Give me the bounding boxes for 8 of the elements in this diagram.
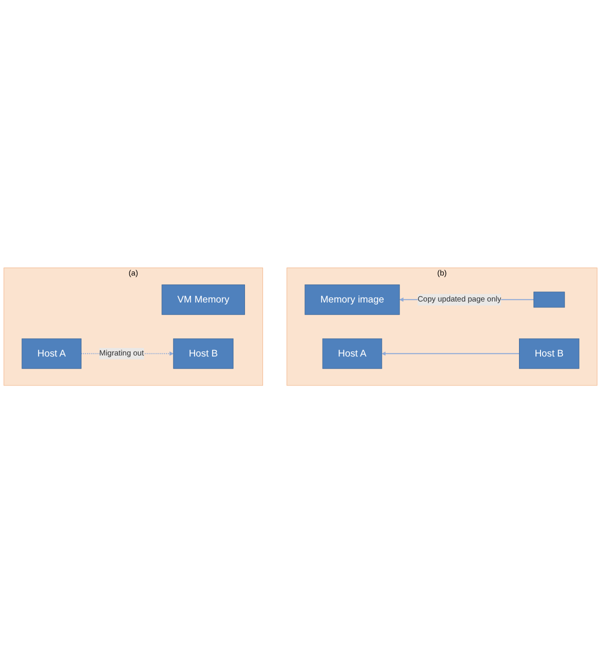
node-box: Memory image	[304, 284, 400, 315]
node-box	[534, 292, 565, 308]
node-box: Host B	[519, 338, 580, 369]
arrow	[382, 351, 520, 356]
node-box: Host B	[173, 338, 234, 369]
node-box: Host A	[22, 338, 82, 369]
node-box: Host A	[322, 338, 382, 369]
node-box: VM Memory	[162, 284, 245, 315]
